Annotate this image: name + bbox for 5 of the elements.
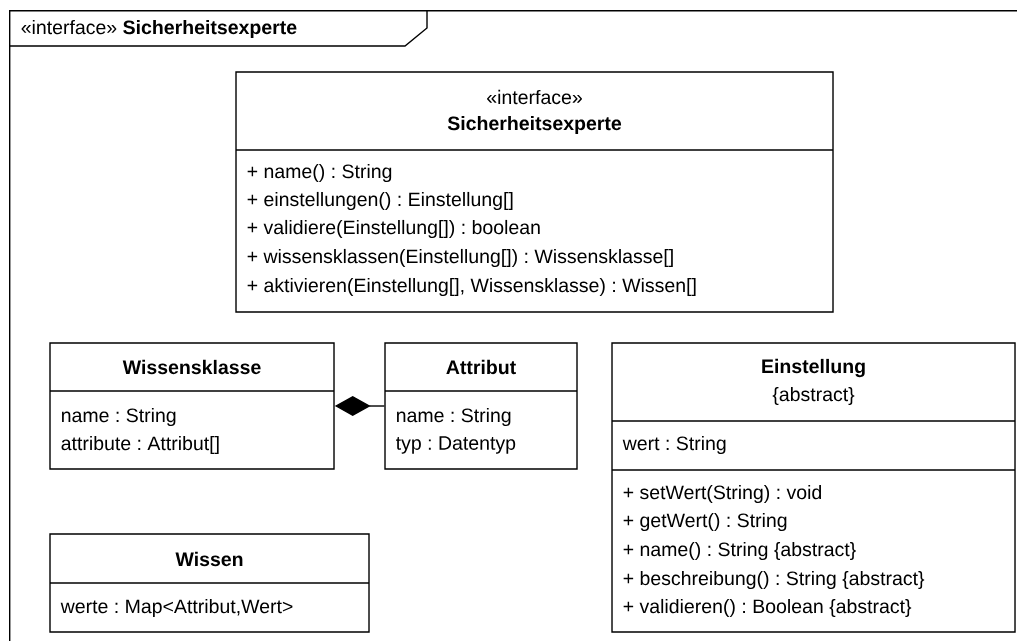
class-box: Einstellung {abstract} wert : String + setWert(String) : void + getWert() : String + name() : String {abstract} + beschreibung() : String {abstract} + validieren() : Boolean {abstract} (611, 342, 1016, 633)
class-box: Attribut name : String typ : Datentyp (384, 342, 578, 470)
class-box: Wissen werte : Map<Attribut,Wert> (49, 533, 370, 633)
class-box: «interface» Sicherheitsexperte + name() : String + einstellungen() : Einstellung[] + validiere(Einstellung[]) : boolean + wissensklassen(Einstellung[]) : Wissensklasse[] + aktivieren(Einstellung[], Wissensklasse) : Wissen[] (235, 71, 834, 313)
class-box: Wissensklasse name : String attribute : Attribut[] (49, 342, 335, 470)
